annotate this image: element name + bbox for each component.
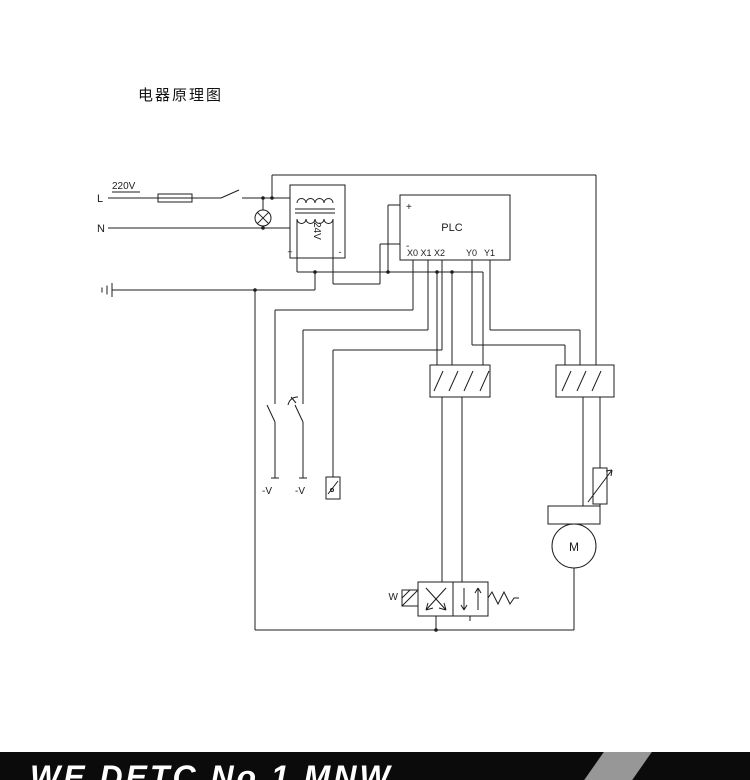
label-plc-y1: Y1 (484, 248, 495, 258)
label-transformer-minus: - (339, 247, 342, 257)
footer-accent-stripe (584, 752, 652, 780)
motor-symbol (547, 505, 601, 569)
label-line-n: N (97, 223, 105, 235)
sensor-component (325, 476, 341, 500)
transformer-block (289, 184, 346, 259)
earth-ground-icon (101, 283, 315, 297)
terminal-block-2 (555, 364, 615, 398)
switch-sw1-symbol (266, 404, 279, 479)
label-24v: 24V (311, 222, 322, 240)
plc-block (380, 194, 511, 261)
junction-dots (253, 196, 454, 632)
label-plc-plus: + (406, 202, 412, 213)
label-transformer-plus: + (287, 247, 292, 257)
switch-sw2-symbol (287, 396, 307, 479)
footer-banner: WE DETC No.1 MNW (0, 752, 750, 780)
footer-partial-text: WE DETC No.1 MNW (30, 759, 393, 780)
label-220v: 220V (112, 181, 136, 192)
fuse-symbol (157, 193, 193, 203)
power-switch-symbol (220, 189, 240, 199)
terminal-block-1 (429, 364, 491, 398)
mains-l-line (108, 191, 290, 199)
label-plc-y0: Y0 (466, 248, 477, 258)
label-plc: PLC (441, 222, 462, 234)
wiring-network (254, 174, 601, 631)
label-valve-coil: W (389, 592, 399, 603)
solenoid-valve-symbol (401, 581, 519, 621)
label-line-l: L (97, 193, 103, 205)
label-motor: M (569, 540, 579, 554)
label-sw2: -V (295, 486, 305, 497)
label-sw1: -V (262, 486, 272, 497)
label-plc-inputs: X0 X1 X2 (407, 248, 445, 258)
indicator-lamp-icon (254, 198, 272, 228)
potentiometer-symbol (587, 467, 613, 506)
diagram-title: 电器原理图 (138, 86, 224, 104)
label-plc-minus: - (406, 241, 409, 252)
